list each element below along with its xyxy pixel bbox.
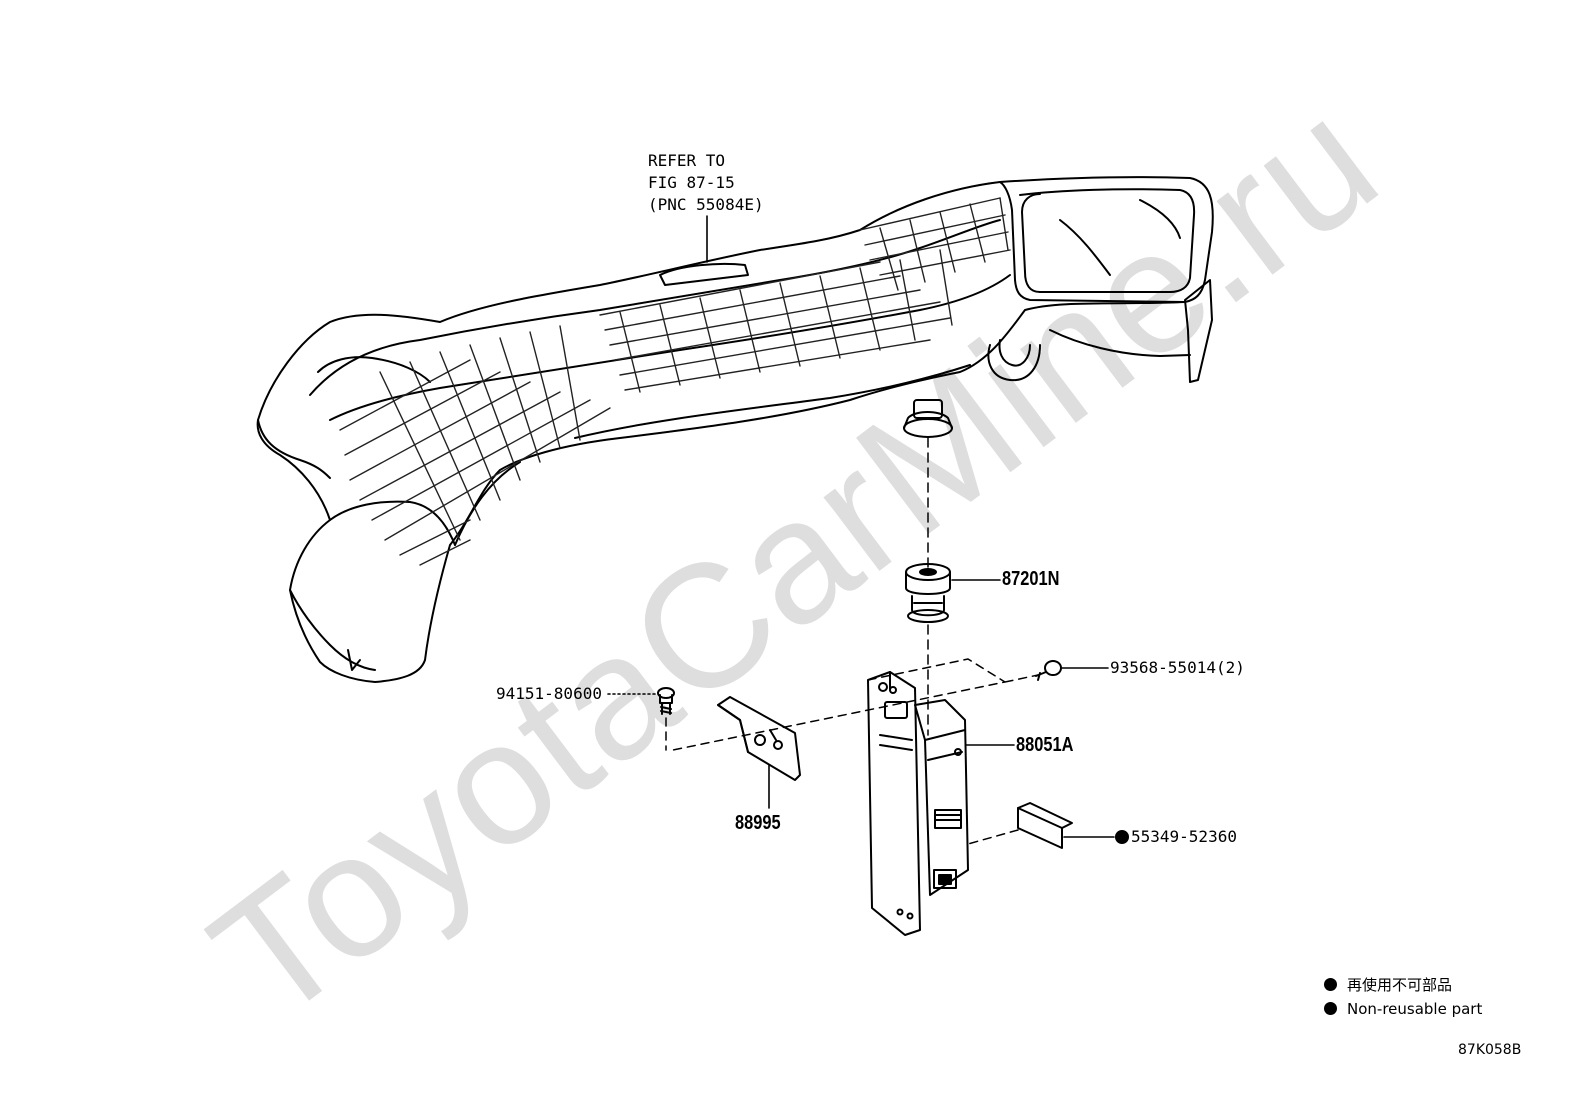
grommet-87201N xyxy=(905,563,951,623)
callout-94151: 94151-80600 xyxy=(496,684,602,703)
mounting-plane xyxy=(672,658,1039,751)
ecu-88051A xyxy=(867,671,969,936)
duct-clip xyxy=(903,399,953,438)
legend-item-en: Non-reusable part xyxy=(1324,997,1482,1021)
legend-label-en: Non-reusable part xyxy=(1347,1000,1483,1018)
callout-87201N: 87201N xyxy=(1002,568,1060,590)
filled-dot-icon xyxy=(1324,978,1337,991)
callout-55349: 55349-52360 xyxy=(1131,827,1237,846)
refer-note-line1: REFER TO xyxy=(648,151,726,170)
screw-93568 xyxy=(1035,660,1062,681)
legend-label-jp: 再使用不可部品 xyxy=(1347,976,1453,994)
callout-93568: 93568-55014(2) xyxy=(1110,658,1245,677)
callout-88051A: 88051A xyxy=(1016,734,1074,756)
bracket-88995 xyxy=(717,696,801,781)
figure-code: 87K058B xyxy=(1458,1042,1522,1058)
label-55349 xyxy=(1017,802,1073,849)
legend: 再使用不可部品 Non-reusable part xyxy=(1324,973,1482,1021)
refer-note-line2: FIG 87-15 xyxy=(648,173,735,192)
duct-mesh-texture xyxy=(339,197,1011,566)
legend-item-jp: 再使用不可部品 xyxy=(1324,973,1482,997)
non-reusable-dot-55349 xyxy=(1115,830,1129,844)
callout-88995: 88995 xyxy=(735,812,781,834)
filled-dot-icon xyxy=(1324,1002,1337,1015)
bolt-94151 xyxy=(657,687,675,715)
duct-assembly xyxy=(256,176,1214,683)
assembly-line-label xyxy=(967,829,1019,845)
refer-note-line3: (PNC 55084E) xyxy=(648,195,764,214)
